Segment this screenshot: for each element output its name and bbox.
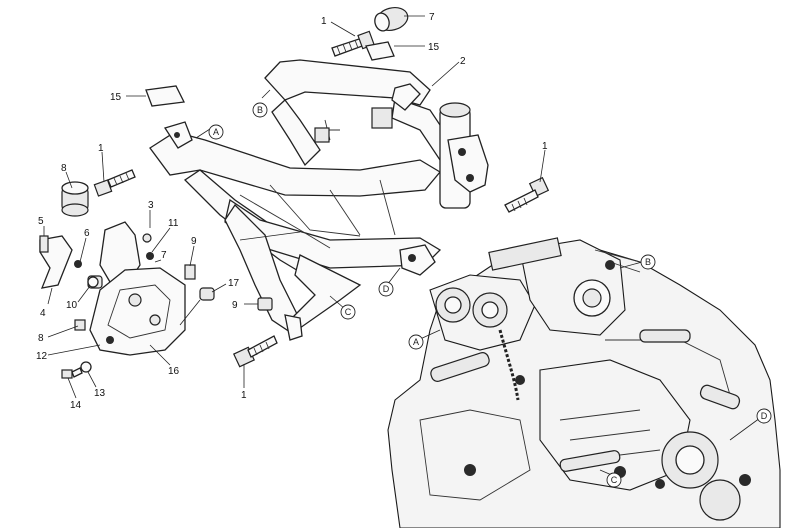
engine-assembly xyxy=(387,237,781,528)
ref-marker-a-engine: A xyxy=(408,334,424,350)
spacer-part-17 xyxy=(199,287,215,301)
part-number-1-right: 1 xyxy=(542,141,548,152)
part-number-3: 3 xyxy=(148,200,154,211)
screw-part-14 xyxy=(61,367,83,379)
bracket-assembly-left xyxy=(39,221,196,356)
svg-text:A: A xyxy=(413,337,419,347)
part-number-6: 6 xyxy=(84,228,90,239)
part-number-8-low: 8 xyxy=(38,333,44,344)
svg-text:B: B xyxy=(645,257,651,267)
ref-marker-b-frame: B xyxy=(252,102,268,118)
ref-marker-a-frame: A xyxy=(208,124,224,140)
svg-text:D: D xyxy=(761,411,768,421)
part-number-4: 4 xyxy=(40,308,46,319)
reference-markers: A B C D A B D C xyxy=(208,102,772,488)
ref-marker-c-frame: C xyxy=(340,304,356,320)
label-part-15-top xyxy=(365,41,395,61)
nut-part-9-low xyxy=(257,297,273,311)
bolt-part-1-bottom xyxy=(232,335,278,368)
part-number-5: 5 xyxy=(38,216,44,227)
bolt-part-1-left xyxy=(93,169,136,197)
part-number-10: 10 xyxy=(66,300,78,311)
part-number-7-mid: 7 xyxy=(161,250,167,261)
part-number-11: 11 xyxy=(168,218,179,229)
frame-assembly xyxy=(149,59,489,341)
part-number-12: 12 xyxy=(36,351,48,362)
part-number-1-top: 1 xyxy=(321,16,327,27)
washer-part-13 xyxy=(80,361,92,373)
svg-text:C: C xyxy=(345,307,352,317)
part-number-16: 16 xyxy=(168,366,180,377)
part-number-14: 14 xyxy=(70,400,82,411)
ref-marker-c-engine: C xyxy=(606,472,622,488)
part-number-labels: 1 7 15 2 15 8 1 1 3 5 6 11 7 9 4 10 8 12… xyxy=(36,12,548,411)
part-number-9-low: 9 xyxy=(232,300,238,311)
bolt-part-1-right xyxy=(504,176,550,213)
bush-part-7-top xyxy=(374,6,409,32)
part-number-15-top: 15 xyxy=(428,42,440,53)
part-number-2: 2 xyxy=(460,56,466,67)
part-number-15-left: 15 xyxy=(110,92,122,103)
svg-text:C: C xyxy=(611,475,618,485)
ref-marker-b-engine: B xyxy=(640,254,656,270)
part-number-7: 7 xyxy=(429,12,435,23)
ref-marker-d-frame: D xyxy=(378,281,394,297)
part-number-1-bottom: 1 xyxy=(241,390,247,401)
svg-text:A: A xyxy=(213,127,219,137)
bush-part-8-left xyxy=(61,181,89,217)
part-number-17: 17 xyxy=(228,278,240,289)
label-part-15-left xyxy=(145,85,185,107)
svg-text:D: D xyxy=(383,284,390,294)
part-number-9-mid: 9 xyxy=(191,236,197,247)
bolt-part-1-top xyxy=(331,30,375,57)
ref-marker-d-engine: D xyxy=(756,408,772,424)
part-number-13: 13 xyxy=(94,388,106,399)
svg-text:B: B xyxy=(257,105,263,115)
part-number-8: 8 xyxy=(61,163,67,174)
part-number-1-left: 1 xyxy=(98,143,104,154)
